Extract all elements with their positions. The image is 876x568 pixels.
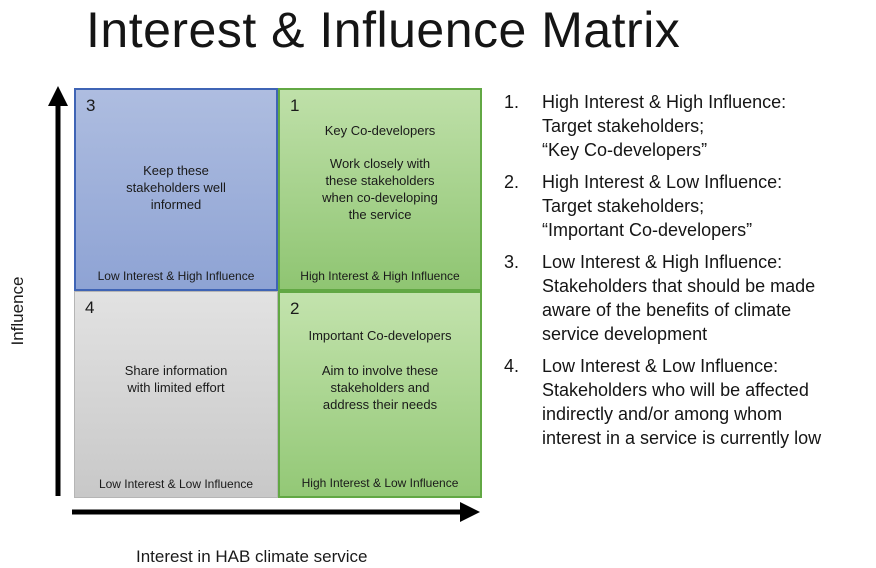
quadrant-text: Share information with limited effort (124, 363, 228, 395)
legend-number: 2. (504, 172, 520, 192)
legend-item: 2. High Interest & Low Influence: Target… (504, 170, 876, 242)
quadrant-text: Work closely with these stakeholders whe… (322, 156, 438, 222)
quadrant-text: Keep these stakeholders well informed (126, 163, 226, 212)
quadrant-2: 2 Important Co-developers Aim to involve… (278, 291, 482, 498)
legend-number: 1. (504, 92, 520, 112)
quadrant-corner-label: Low Interest & High Influence (97, 269, 255, 283)
quadrant-number: 4 (85, 298, 95, 317)
quadrant-corner-label: High Interest & Low Influence (301, 476, 459, 490)
quadrant-corner-label: Low Interest & Low Influence (98, 477, 254, 491)
quadrant-1: 1 Key Co-developers Work closely with th… (278, 88, 482, 291)
quadrant-3: 3 Keep these stakeholders well informed … (74, 88, 278, 291)
legend-list: 1. High Interest & High Influence: Targe… (504, 90, 876, 458)
legend-number: 4. (504, 356, 520, 376)
legend-text: Low Interest & High Influence: Stakehold… (542, 252, 816, 344)
quadrant-heading: Important Co-developers (308, 328, 452, 343)
quadrant-number: 1 (290, 96, 300, 115)
quadrant-number: 3 (86, 96, 96, 115)
legend-item: 1. High Interest & High Influence: Targe… (504, 90, 876, 162)
legend-text: High Interest & Low Influence: Target st… (542, 172, 783, 240)
legend-item: 3. Low Interest & High Influence: Stakeh… (504, 250, 876, 346)
page-title: Interest & Influence Matrix (86, 2, 681, 58)
legend-number: 3. (504, 252, 520, 272)
quadrant-heading: Key Co-developers (324, 123, 436, 138)
quadrant-text: Aim to involve these stakeholders and ad… (321, 363, 439, 412)
quadrant-corner-label: High Interest & High Influence (300, 269, 460, 283)
legend-item: 4. Low Interest & Low Influence: Stakeho… (504, 354, 876, 450)
legend-text: High Interest & High Influence: Target s… (542, 92, 787, 160)
x-axis-label: Interest in HAB climate service (136, 547, 368, 566)
legend-text: Low Interest & Low Influence: Stakeholde… (542, 356, 822, 448)
y-axis-label: Influence (8, 276, 27, 346)
quadrant-number: 2 (290, 299, 300, 318)
quadrant-4: 4 Share information with limited effort … (74, 291, 278, 498)
